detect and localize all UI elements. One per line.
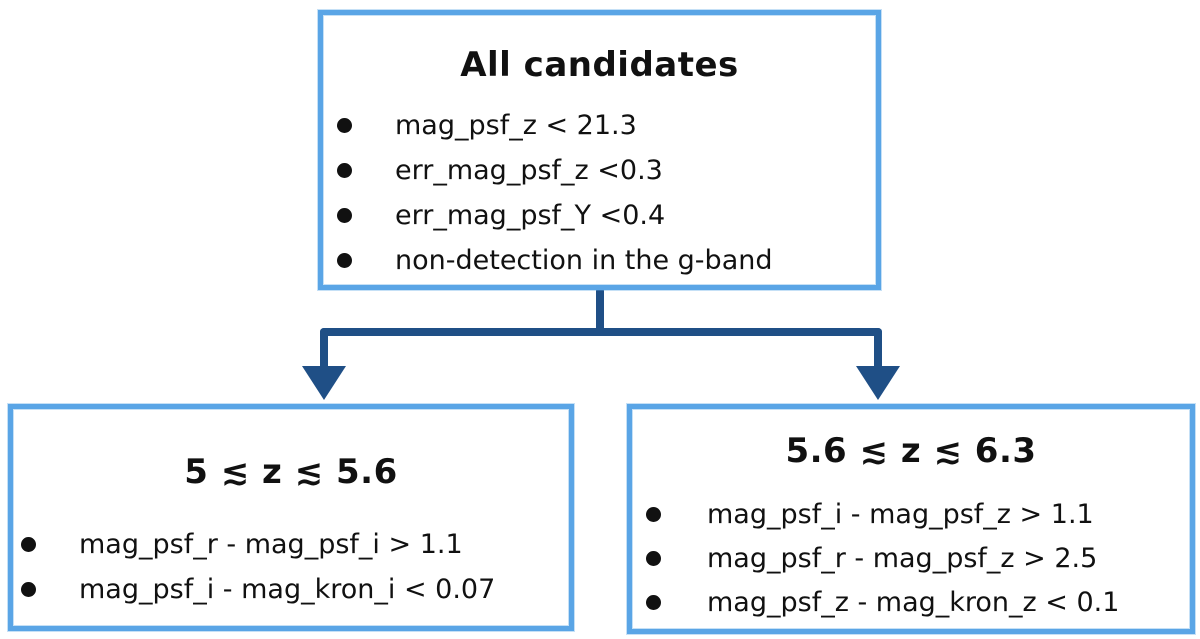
bullet-icon bbox=[646, 595, 661, 610]
bullet-icon bbox=[646, 507, 661, 522]
bullet-icon bbox=[337, 253, 352, 268]
list-item: mag_psf_i - mag_psf_z > 1.1 bbox=[632, 493, 1190, 537]
low-redshift-box: 5 ≲ z ≲ 5.6 mag_psf_r - mag_psf_i > 1.1 … bbox=[8, 404, 574, 631]
root-title: All candidates bbox=[460, 45, 739, 85]
list-item: mag_psf_z < 21.3 bbox=[323, 103, 876, 148]
list-item: mag_psf_r - mag_psf_i > 1.1 bbox=[13, 522, 569, 567]
list-item: err_mag_psf_z <0.3 bbox=[323, 148, 876, 193]
bullet-icon bbox=[337, 208, 352, 223]
criterion-text: mag_psf_i - mag_psf_z > 1.1 bbox=[707, 499, 1094, 530]
bullet-icon bbox=[337, 163, 352, 178]
left-arrowhead bbox=[302, 366, 346, 400]
list-item: err_mag_psf_Y <0.4 bbox=[323, 193, 876, 238]
criterion-text: mag_psf_z - mag_kron_z < 0.1 bbox=[707, 587, 1120, 618]
list-item: mag_psf_z - mag_kron_z < 0.1 bbox=[632, 581, 1190, 625]
left-criteria-list: mag_psf_r - mag_psf_i > 1.1 mag_psf_i - … bbox=[13, 522, 569, 612]
criterion-text: err_mag_psf_Y <0.4 bbox=[395, 200, 666, 231]
criterion-text: mag_psf_z < 21.3 bbox=[395, 110, 637, 141]
list-item: non-detection in the g-band bbox=[323, 238, 876, 283]
left-branch-title: 5 ≲ z ≲ 5.6 bbox=[184, 452, 398, 492]
right-criteria-list: mag_psf_i - mag_psf_z > 1.1 mag_psf_r - … bbox=[632, 493, 1190, 625]
root-criteria-list: mag_psf_z < 21.3 err_mag_psf_z <0.3 err_… bbox=[323, 103, 876, 283]
high-redshift-box: 5.6 ≲ z ≲ 6.3 mag_psf_i - mag_psf_z > 1.… bbox=[627, 404, 1195, 634]
right-branch-title: 5.6 ≲ z ≲ 6.3 bbox=[785, 431, 1037, 471]
bullet-icon bbox=[646, 551, 661, 566]
bullet-icon bbox=[21, 537, 36, 552]
criterion-text: mag_psf_r - mag_psf_z > 2.5 bbox=[707, 543, 1098, 574]
all-candidates-box: All candidates mag_psf_z < 21.3 err_mag_… bbox=[318, 10, 881, 290]
criterion-text: err_mag_psf_z <0.3 bbox=[395, 155, 663, 186]
criterion-text: mag_psf_i - mag_kron_i < 0.07 bbox=[79, 574, 496, 605]
bullet-icon bbox=[337, 118, 352, 133]
list-item: mag_psf_i - mag_kron_i < 0.07 bbox=[13, 567, 569, 612]
right-arrowhead bbox=[856, 366, 900, 400]
criterion-text: mag_psf_r - mag_psf_i > 1.1 bbox=[79, 529, 463, 560]
bullet-icon bbox=[21, 582, 36, 597]
list-item: mag_psf_r - mag_psf_z > 2.5 bbox=[632, 537, 1190, 581]
criterion-text: non-detection in the g-band bbox=[395, 245, 773, 276]
